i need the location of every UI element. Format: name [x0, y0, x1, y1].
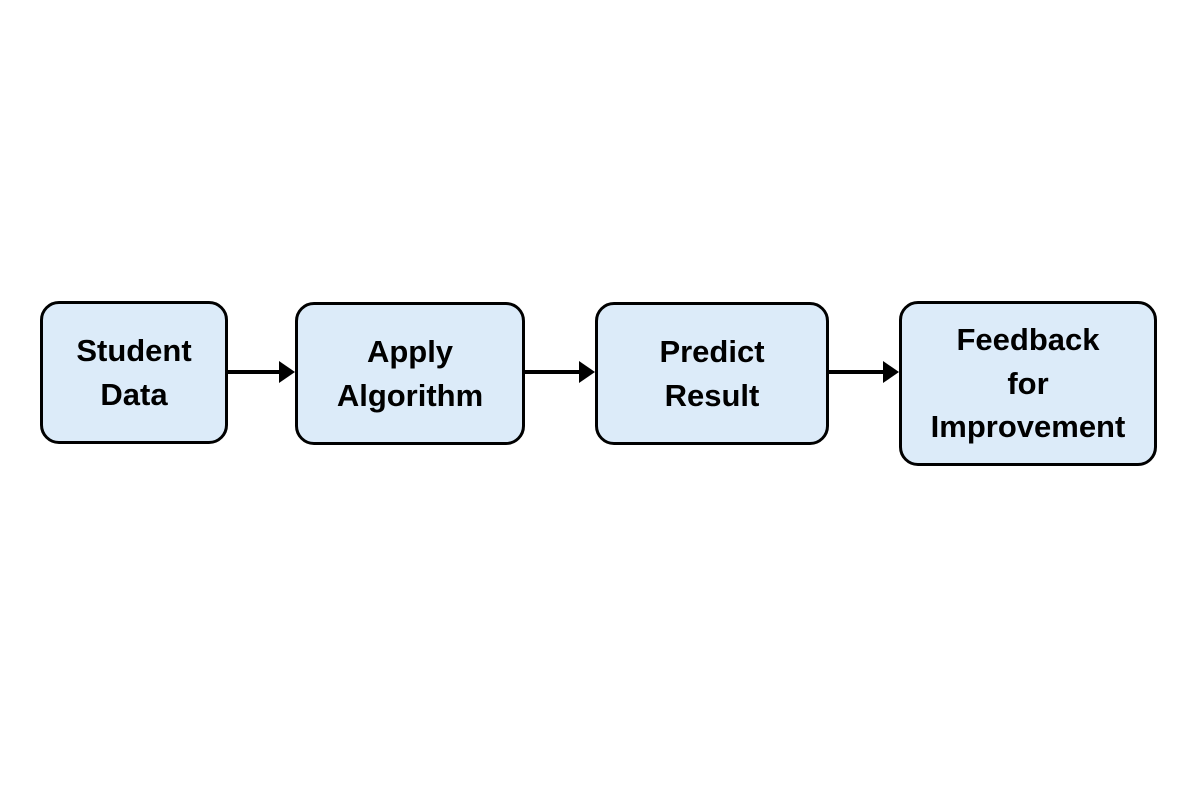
node-label: Student Data — [76, 333, 192, 412]
flow-node-predict-result: Predict Result — [595, 302, 829, 445]
arrowhead-icon — [883, 361, 899, 383]
arrowhead-icon — [579, 361, 595, 383]
flow-arrow-1 — [228, 361, 295, 383]
flow-node-student-data: Student Data — [40, 301, 228, 444]
flow-node-feedback-for-improvement: Feedback for Improvement — [899, 301, 1157, 466]
node-label: Apply Algorithm — [336, 334, 484, 413]
arrow-line — [228, 370, 283, 374]
flow-arrow-2 — [525, 361, 595, 383]
node-label: Predict Result — [659, 334, 765, 413]
arrowhead-icon — [279, 361, 295, 383]
arrow-line — [525, 370, 583, 374]
node-label: Feedback for Improvement — [930, 322, 1126, 445]
flow-node-apply-algorithm: Apply Algorithm — [295, 302, 525, 445]
arrow-line — [829, 370, 887, 374]
flow-arrow-3 — [829, 361, 899, 383]
